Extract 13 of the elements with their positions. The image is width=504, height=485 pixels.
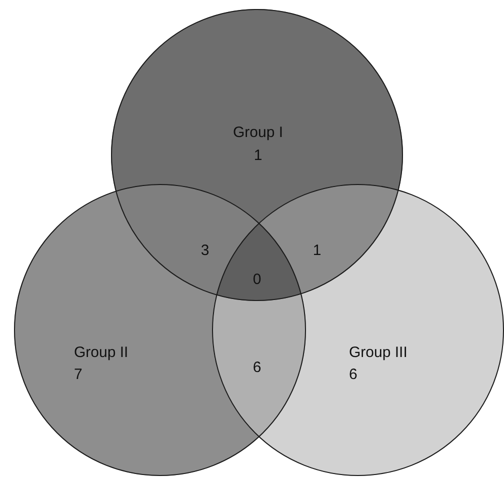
set-count: 6: [349, 366, 358, 384]
set-name: Group III: [349, 344, 408, 362]
region-count: 3: [200, 242, 210, 260]
set-circle: [14, 184, 306, 476]
region-count: 1: [312, 242, 322, 260]
region-count: 0: [252, 271, 262, 289]
set-count: 7: [74, 366, 82, 384]
set-count: 1: [252, 147, 264, 165]
set-circle: [212, 184, 504, 476]
set-name: Group I: [232, 124, 284, 142]
set-circle: [111, 9, 403, 301]
set-name: Group II: [74, 344, 128, 362]
region-count: 6: [252, 359, 262, 377]
